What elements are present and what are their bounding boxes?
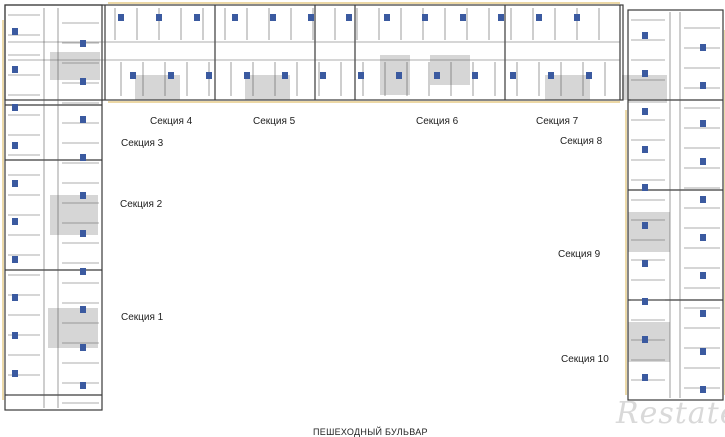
unit-icon bbox=[80, 268, 86, 275]
unit-icon bbox=[358, 72, 364, 79]
unit-icon bbox=[642, 70, 648, 77]
unit-icon bbox=[12, 332, 18, 339]
section-label-5: Секция 5 bbox=[253, 116, 296, 127]
unit-icon bbox=[130, 72, 136, 79]
building-outline bbox=[4, 4, 103, 411]
unit-icon bbox=[642, 184, 648, 191]
unit-icon bbox=[346, 14, 352, 21]
watermark-logo: Restate bbox=[616, 396, 725, 431]
unit-icon bbox=[700, 272, 706, 279]
unit-icon bbox=[12, 294, 18, 301]
unit-icon bbox=[156, 14, 162, 21]
unit-icon bbox=[700, 82, 706, 89]
unit-icon bbox=[270, 14, 276, 21]
unit-icon bbox=[12, 256, 18, 263]
section-label-8: Секция 8 bbox=[560, 136, 603, 147]
unit-icon bbox=[384, 14, 390, 21]
stair-core bbox=[50, 195, 98, 235]
section-label-1: Секция 1 bbox=[121, 312, 164, 323]
section-label-3: Секция 3 bbox=[121, 138, 164, 149]
apartment-partitions bbox=[8, 8, 720, 408]
unit-icon bbox=[80, 382, 86, 389]
unit-icon bbox=[642, 222, 648, 229]
unit-icon bbox=[12, 28, 18, 35]
unit-icon bbox=[80, 154, 86, 161]
unit-icon bbox=[80, 344, 86, 351]
unit-icon bbox=[168, 72, 174, 79]
unit-icon bbox=[12, 104, 18, 111]
unit-icon bbox=[700, 310, 706, 317]
unit-icon bbox=[586, 72, 592, 79]
unit-icon bbox=[510, 72, 516, 79]
unit-icon bbox=[700, 196, 706, 203]
stair-cores bbox=[48, 52, 670, 420]
unit-icon bbox=[80, 116, 86, 123]
unit-icon bbox=[574, 14, 580, 21]
unit-icon bbox=[80, 306, 86, 313]
unit-markers bbox=[12, 14, 706, 393]
unit-icon bbox=[642, 108, 648, 115]
section-label-9: Секция 9 bbox=[558, 249, 601, 260]
unit-icon bbox=[700, 386, 706, 393]
section-label-10: Секция 10 bbox=[561, 354, 609, 365]
unit-icon bbox=[118, 14, 124, 21]
unit-icon bbox=[700, 234, 706, 241]
stair-core bbox=[622, 75, 667, 103]
unit-icon bbox=[700, 158, 706, 165]
stair-core bbox=[50, 52, 100, 80]
unit-icon bbox=[80, 230, 86, 237]
unit-icon bbox=[206, 72, 212, 79]
stair-core bbox=[135, 75, 180, 103]
street-label: ПЕШЕХОДНЫЙ БУЛЬВАР bbox=[313, 427, 428, 437]
stair-core bbox=[380, 55, 410, 95]
unit-icon bbox=[434, 72, 440, 79]
unit-icon bbox=[548, 72, 554, 79]
unit-icon bbox=[12, 370, 18, 377]
section-label-6: Секция 6 bbox=[416, 116, 459, 127]
unit-icon bbox=[536, 14, 542, 21]
unit-icon bbox=[320, 72, 326, 79]
unit-icon bbox=[308, 14, 314, 21]
unit-icon bbox=[282, 72, 288, 79]
unit-icon bbox=[700, 348, 706, 355]
unit-icon bbox=[700, 120, 706, 127]
unit-icon bbox=[642, 336, 648, 343]
unit-icon bbox=[460, 14, 466, 21]
unit-icon bbox=[12, 66, 18, 73]
unit-icon bbox=[12, 180, 18, 187]
unit-icon bbox=[194, 14, 200, 21]
stair-core bbox=[545, 75, 590, 103]
unit-icon bbox=[642, 374, 648, 381]
unit-icon bbox=[12, 142, 18, 149]
unit-icon bbox=[422, 14, 428, 21]
unit-icon bbox=[642, 298, 648, 305]
unit-icon bbox=[700, 44, 706, 51]
unit-icon bbox=[80, 192, 86, 199]
stair-core bbox=[48, 308, 98, 348]
stair-core bbox=[430, 55, 470, 85]
section-label-2: Секция 2 bbox=[120, 199, 163, 210]
section-label-4: Секция 4 bbox=[150, 116, 193, 127]
unit-icon bbox=[80, 78, 86, 85]
unit-icon bbox=[12, 218, 18, 225]
building-walls bbox=[4, 4, 724, 411]
unit-icon bbox=[498, 14, 504, 21]
unit-icon bbox=[642, 146, 648, 153]
balconies bbox=[2, 2, 725, 400]
unit-icon bbox=[472, 72, 478, 79]
unit-icon bbox=[642, 260, 648, 267]
unit-icon bbox=[396, 72, 402, 79]
stair-core bbox=[622, 212, 670, 252]
unit-icon bbox=[232, 14, 238, 21]
unit-icon bbox=[642, 32, 648, 39]
section-label-7: Секция 7 bbox=[536, 116, 579, 127]
unit-icon bbox=[80, 40, 86, 47]
unit-icon bbox=[244, 72, 250, 79]
building-outline bbox=[627, 9, 724, 401]
stair-core bbox=[245, 75, 290, 103]
courtyard bbox=[102, 100, 628, 420]
